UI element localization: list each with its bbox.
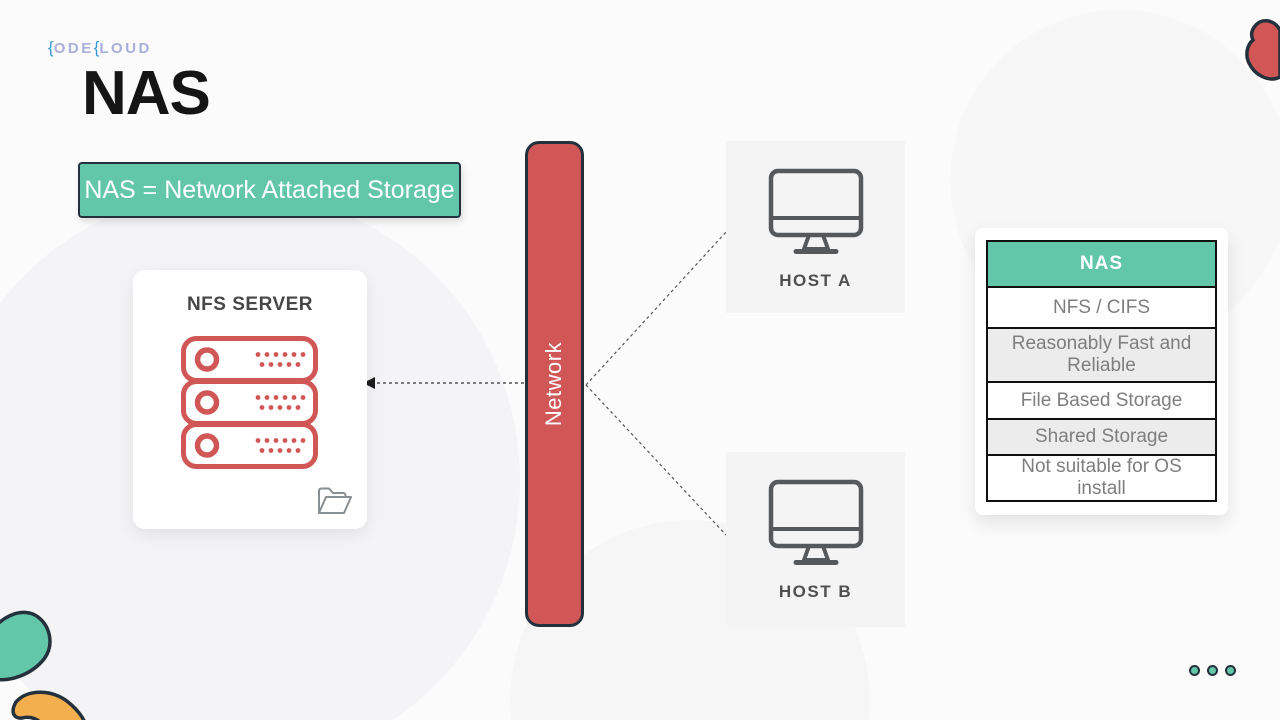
table-header: NAS bbox=[988, 242, 1215, 288]
nas-table: NAS NFS / CIFS Reasonably Fast and Relia… bbox=[986, 240, 1217, 502]
logo-bracket-icon: { bbox=[48, 38, 54, 57]
monitor-icon bbox=[768, 168, 863, 254]
logo-text: ODE bbox=[53, 40, 94, 57]
pagination-dot bbox=[1189, 665, 1200, 676]
nfs-server-card: NFS SERVER bbox=[133, 270, 367, 529]
host-a-label: HOST A bbox=[779, 271, 852, 290]
pagination-dot bbox=[1207, 665, 1218, 676]
host-a-box: HOST A bbox=[726, 141, 905, 313]
monitor-icon bbox=[768, 479, 863, 565]
nas-table-card: NAS NFS / CIFS Reasonably Fast and Relia… bbox=[975, 228, 1228, 515]
red-blob-decoration bbox=[1245, 19, 1280, 81]
teal-blob-decoration bbox=[0, 610, 52, 682]
table-row: Reasonably Fast and Reliable bbox=[988, 329, 1215, 383]
network-bar: Network bbox=[525, 141, 584, 627]
folder-icon bbox=[318, 487, 352, 514]
table-row: Not suitable for OS install bbox=[1021, 456, 1182, 499]
orange-blob-decoration bbox=[11, 690, 86, 720]
page-title: NAS bbox=[82, 59, 211, 128]
table-row: Shared Storage bbox=[988, 420, 1215, 456]
pagination-dot bbox=[1225, 665, 1236, 676]
host-b-label: HOST B bbox=[778, 582, 853, 601]
pagination-dots bbox=[1189, 665, 1236, 676]
nfs-server-label: NFS SERVER bbox=[186, 294, 314, 315]
logo-bracket-icon: { bbox=[93, 38, 100, 57]
network-label: Network bbox=[541, 341, 567, 427]
table-row: File Based Storage bbox=[988, 383, 1215, 420]
table-row: NFS / CIFS bbox=[988, 288, 1215, 329]
banner-text: NAS = Network Attached Storage bbox=[84, 175, 455, 204]
kodekloud-logo: {ODE{LOUD bbox=[48, 38, 152, 58]
server-stack-icon bbox=[181, 336, 318, 469]
nas-definition-banner: NAS = Network Attached Storage bbox=[78, 162, 461, 218]
logo-text: LOUD bbox=[99, 40, 152, 57]
host-b-box: HOST B bbox=[726, 452, 905, 627]
